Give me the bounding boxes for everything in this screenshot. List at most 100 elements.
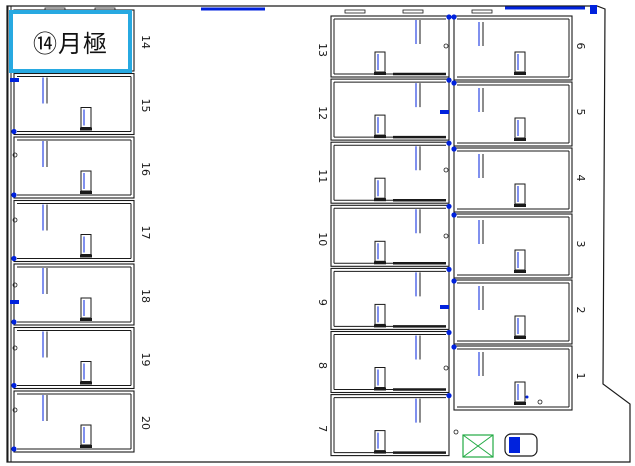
space-9-corner-marker xyxy=(446,266,452,272)
space-8-wheelstop xyxy=(374,367,386,388)
space-18-corner-marker xyxy=(11,319,17,325)
space-13-wheelstop-base xyxy=(374,72,386,75)
green-cross-b xyxy=(462,434,494,458)
left-ring-0 xyxy=(12,152,18,158)
space-number-11: 11 xyxy=(316,169,329,183)
space-6-wheelstop xyxy=(514,51,526,73)
space-10-wheelstop xyxy=(374,240,386,262)
space-2-wheelstop xyxy=(514,315,526,337)
space-10-corner-marker xyxy=(446,203,452,209)
parking-space-16: 16 xyxy=(11,136,152,199)
space-number-5: 5 xyxy=(574,109,587,116)
space-5-wheelstop-base xyxy=(514,138,526,141)
space-18-outer xyxy=(13,263,135,326)
space-number-8: 8 xyxy=(316,362,329,369)
parking-space-10: 10 xyxy=(316,203,452,267)
mid-ring-0 xyxy=(443,43,449,49)
parking-space-8: 8 xyxy=(316,329,452,394)
parking-space-13: 13 xyxy=(316,14,452,78)
left-ring-2 xyxy=(12,282,18,288)
space-17-corner-marker xyxy=(11,255,17,262)
parking-space-7: 7 xyxy=(316,393,452,457)
space-number-10: 10 xyxy=(316,232,329,246)
space-6-corner-marker xyxy=(451,14,457,20)
space-2-wheelstop-base xyxy=(514,336,526,339)
space-18-wheelstop-base xyxy=(80,318,92,321)
left-ring-1 xyxy=(12,217,18,223)
mid-bollard-1 xyxy=(440,305,449,309)
space-8-wheelstop-base xyxy=(374,387,386,391)
space-5-wheelstop xyxy=(514,117,526,139)
space-7-outer xyxy=(330,394,450,457)
space-6-outer xyxy=(453,15,573,81)
mid-ring-4 xyxy=(453,429,459,435)
parking-space-2: 2 xyxy=(451,278,587,345)
parking-space-6: 6 xyxy=(451,14,587,81)
space-3-wheelstop xyxy=(514,249,526,271)
mid-ring-3 xyxy=(443,365,449,371)
space-8-outer xyxy=(330,330,450,394)
space-16-corner-marker xyxy=(11,192,17,198)
space-13-outer xyxy=(330,15,450,78)
space-10-outer xyxy=(330,204,450,267)
space-16-wheelstop-base xyxy=(80,191,92,194)
space-12-wheelstop-base xyxy=(374,135,386,139)
space-17-wheelstop-base xyxy=(80,254,92,258)
space-18-wheelstop xyxy=(80,297,92,319)
space-7-wheelstop-base xyxy=(374,450,386,454)
space-15-wheelstop xyxy=(80,107,92,128)
space-16-wheelstop xyxy=(80,170,92,192)
small-dot xyxy=(525,395,529,399)
space-20-outer xyxy=(13,390,135,453)
highlight-label: ⑭月極 xyxy=(9,10,132,73)
site-boundary xyxy=(6,5,631,463)
space-6-wheelstop-base xyxy=(514,72,526,75)
green-crossed-box xyxy=(462,434,494,458)
space-9-wheelstop-base xyxy=(374,324,386,328)
space-1-outer xyxy=(453,345,573,411)
space-7-corner-marker xyxy=(446,393,452,399)
space-12-outer xyxy=(330,78,450,141)
space-2-outer xyxy=(453,279,573,345)
parking-space-5: 5 xyxy=(451,80,587,147)
space-13-wheelstop xyxy=(374,51,386,73)
space-8-corner-marker xyxy=(446,329,452,336)
booth-outline xyxy=(504,433,538,457)
space-number-12: 12 xyxy=(316,106,329,120)
parking-space-11: 11 xyxy=(316,140,452,204)
space-number-20: 20 xyxy=(139,416,152,430)
space-12-wheelstop xyxy=(374,114,386,136)
space-7-wheelstop xyxy=(374,430,386,452)
space-number-2: 2 xyxy=(574,307,587,314)
space-1-corner-marker xyxy=(451,344,457,350)
space-4-outer xyxy=(453,147,573,213)
space-4-wheelstop-base xyxy=(514,204,526,207)
left-ring-3 xyxy=(12,345,18,351)
space-19-outer xyxy=(13,326,135,390)
space-13-corner-marker xyxy=(446,14,452,20)
parking-space-3: 3 xyxy=(451,212,587,279)
space-number-16: 16 xyxy=(139,162,152,176)
space-10-wheelstop-base xyxy=(374,261,386,265)
mid-bollard-0 xyxy=(440,110,449,114)
parking-space-4: 4 xyxy=(451,146,587,213)
parking-space-17: 17 xyxy=(11,199,152,263)
space-12-corner-marker xyxy=(446,77,452,83)
space-number-19: 19 xyxy=(139,353,152,367)
space-number-14: 14 xyxy=(139,35,152,49)
parking-space-1: 1 xyxy=(451,344,587,411)
booth-fill xyxy=(509,437,520,453)
space-2-corner-marker xyxy=(451,278,457,284)
space-20-wheelstop-base xyxy=(80,445,92,448)
mid-ring-2 xyxy=(443,233,449,239)
parking-space-12: 12 xyxy=(316,77,452,141)
mid-ring-1 xyxy=(443,167,449,173)
space-11-wheelstop-base xyxy=(374,198,386,202)
space-4-corner-marker xyxy=(451,146,457,152)
space-3-corner-marker xyxy=(451,212,457,218)
space-15-corner-marker xyxy=(11,128,17,135)
mid-ring-5 xyxy=(537,399,543,405)
top-strip-4 xyxy=(471,9,493,14)
label-text: ⑭月極 xyxy=(33,30,108,58)
top-strip-2 xyxy=(344,9,366,14)
